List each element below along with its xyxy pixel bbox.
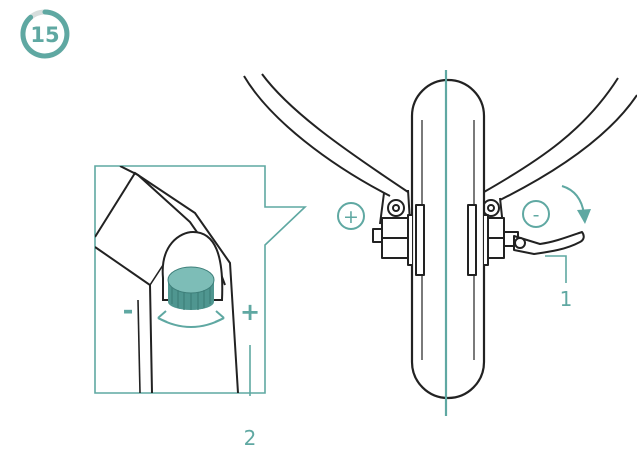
detail-minus-label: - <box>123 296 134 326</box>
detail-plus-label: + <box>240 298 260 326</box>
brake-minus-label: - <box>533 204 540 226</box>
callout-2-label: 2 <box>244 426 257 449</box>
step-number: 15 <box>30 23 59 47</box>
step-badge-ring-progress <box>20 9 70 59</box>
right-frame-arm <box>483 77 619 193</box>
callout-1: 1 <box>545 255 573 311</box>
curved-down-arrow-icon <box>561 185 591 224</box>
wheel-tyre <box>407 78 489 400</box>
left-frame-arm <box>243 75 391 197</box>
callout-1-label: 1 <box>560 287 573 311</box>
brake-plus-indicator: + <box>337 202 365 230</box>
quick-release-lever <box>513 231 585 255</box>
adjustment-knob <box>167 266 215 310</box>
step-badge: 15 <box>20 9 70 59</box>
curved-double-arrow-icon <box>157 310 225 328</box>
brake-minus-indicator: - <box>522 200 550 228</box>
left-brake-caliper <box>372 199 411 259</box>
brake-assembly <box>243 73 637 400</box>
detail-inset: - + 2 <box>94 165 308 449</box>
brake-plus-label: + <box>343 206 359 228</box>
